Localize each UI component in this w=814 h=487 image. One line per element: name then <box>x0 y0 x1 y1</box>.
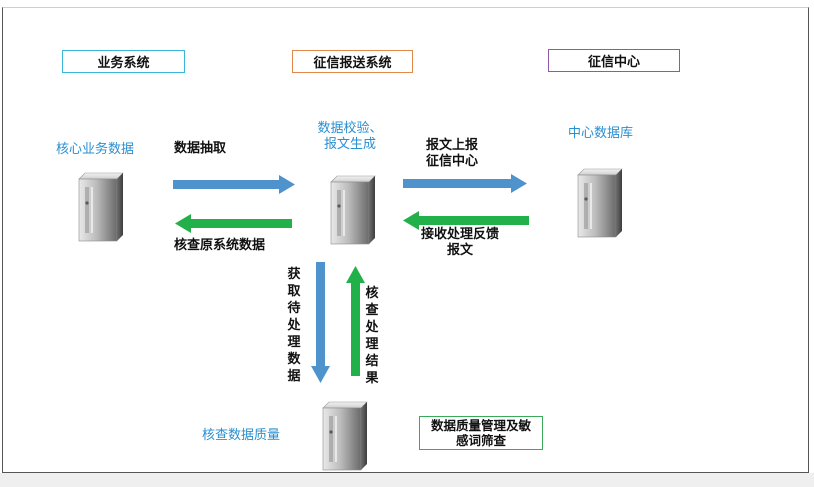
note-box: 数据质量管理及敏 感词筛查 <box>419 416 543 450</box>
header-credit-center-label: 征信中心 <box>587 55 640 70</box>
note-box-line2: 感词筛查 <box>455 433 506 448</box>
header-business-system: 业务系统 <box>62 50 185 73</box>
label-report-line1: 报文上报 <box>426 138 479 153</box>
arrow-extract <box>173 175 295 194</box>
server-check-quality <box>322 401 368 471</box>
bottom-strip <box>0 473 814 487</box>
server-reporting <box>330 175 376 245</box>
label-core-business-data: 核心业务数据 <box>56 142 135 157</box>
label-validation: 数据校验、 报文生成 <box>310 121 390 153</box>
label-validation-line1: 数据校验、 <box>317 121 383 136</box>
arrow-receive <box>403 211 529 230</box>
label-verify-original: 核查原系统数据 <box>174 238 266 253</box>
header-credit-center: 征信中心 <box>548 49 680 72</box>
label-report: 报文上报 征信中心 <box>426 138 478 170</box>
arrow-check-result <box>346 266 365 376</box>
label-fetch-pending: 获取待处理数据 <box>287 267 301 384</box>
label-central-database: 中心数据库 <box>568 126 634 141</box>
server-core-business <box>78 172 124 242</box>
label-receive-line2: 报文 <box>446 243 473 258</box>
label-check-result: 核查处理结果 <box>365 286 379 386</box>
diagram-frame <box>2 7 809 473</box>
header-reporting-system: 征信报送系统 <box>292 50 413 73</box>
label-extract: 数据抽取 <box>174 141 227 156</box>
note-box-line1: 数据质量管理及敏 <box>430 418 531 433</box>
server-central-database <box>577 168 623 238</box>
arrow-fetch-pending <box>311 262 330 383</box>
arrow-verify-original <box>175 214 292 233</box>
arrow-report <box>403 174 527 193</box>
label-report-line2: 征信中心 <box>426 154 479 169</box>
label-receive: 接收处理反馈 报文 <box>412 227 508 259</box>
label-receive-line1: 接收处理反馈 <box>420 227 499 242</box>
label-check-quality: 核查数据质量 <box>202 428 281 443</box>
header-business-system-label: 业务系统 <box>97 56 150 71</box>
label-validation-line2: 报文生成 <box>323 137 376 152</box>
header-reporting-system-label: 征信报送系统 <box>313 56 392 71</box>
